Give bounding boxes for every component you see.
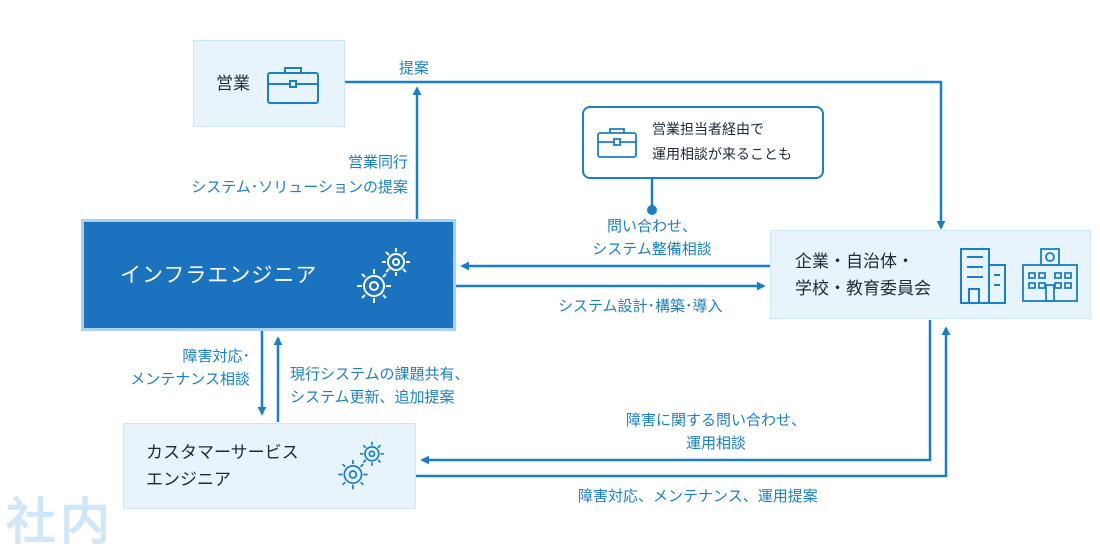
node-note: 営業担当者経由で 運用相談が来ることも	[582, 106, 824, 179]
label-client-to-cse-line1: 障害に関する問い合わせ、	[625, 411, 806, 429]
label-client-to-cse-line2: 運用相談	[685, 434, 746, 452]
label-infra-to-cse-line1: 障害対応･	[182, 347, 250, 365]
note-connector-dot	[647, 205, 657, 215]
node-infra-label: インフラエンジニア	[120, 263, 318, 287]
gears-icon	[357, 248, 410, 303]
label-infra-to-client: システム設計･構築･導入	[558, 297, 723, 315]
label-infra-to-sales: 営業同行 システム･ソリューションの提案	[140, 152, 408, 198]
node-infra: インフラエンジニア	[81, 219, 456, 331]
node-cse-line1: カスタマーサービス	[146, 443, 299, 463]
node-client-line2: 学校・教育委員会	[795, 279, 931, 299]
node-client: 企業・自治体・ 学校・教育委員会	[770, 230, 1091, 319]
briefcase-icon	[267, 67, 319, 104]
label-infra-to-cse-line2: メンテナンス相談	[130, 370, 250, 388]
node-cse-line2: エンジニア	[146, 470, 231, 490]
label-client-to-infra-line2: システム整備相談	[592, 240, 712, 258]
label-cse-to-infra-line2: システム更新、追加提案	[290, 388, 455, 406]
edge-client-to-cse	[420, 320, 932, 465]
edge-sales-to-client	[345, 80, 946, 230]
label-cse-to-infra: 現行システムの課題共有、 システム更新、追加提案	[290, 364, 470, 408]
node-note-line1: 営業担当者経由で	[652, 122, 764, 138]
label-infra-to-sales-line2: システム･ソリューションの提案	[191, 178, 408, 196]
node-note-line2: 運用相談が来ることも	[652, 147, 792, 163]
briefcase-icon	[597, 128, 637, 158]
node-cse: カスタマーサービス エンジニア	[123, 423, 416, 509]
node-client-line1: 企業・自治体・	[795, 252, 914, 272]
label-client-to-infra: 問い合わせ、 システム整備相談	[570, 216, 734, 260]
label-infra-to-cse: 障害対応･ メンテナンス相談	[100, 346, 250, 390]
label-sales-to-client: 提案	[399, 59, 430, 77]
node-sales-label: 営業	[216, 74, 250, 94]
watermark-text: 社内	[6, 493, 114, 551]
edge-cse-to-client	[416, 326, 951, 478]
label-cse-to-infra-line1: 現行システムの課題共有、	[290, 365, 470, 383]
label-infra-to-sales-line1: 営業同行	[347, 153, 408, 171]
label-client-to-infra-line1: 問い合わせ、	[606, 217, 697, 235]
school-building-icon	[1022, 248, 1078, 302]
node-sales: 営業	[193, 40, 345, 127]
label-cse-to-client: 障害対応、メンテナンス、運用提案	[578, 487, 818, 505]
label-client-to-cse: 障害に関する問い合わせ、 運用相談	[598, 410, 834, 454]
gears-icon	[338, 441, 384, 490]
office-building-icon	[960, 248, 1006, 304]
